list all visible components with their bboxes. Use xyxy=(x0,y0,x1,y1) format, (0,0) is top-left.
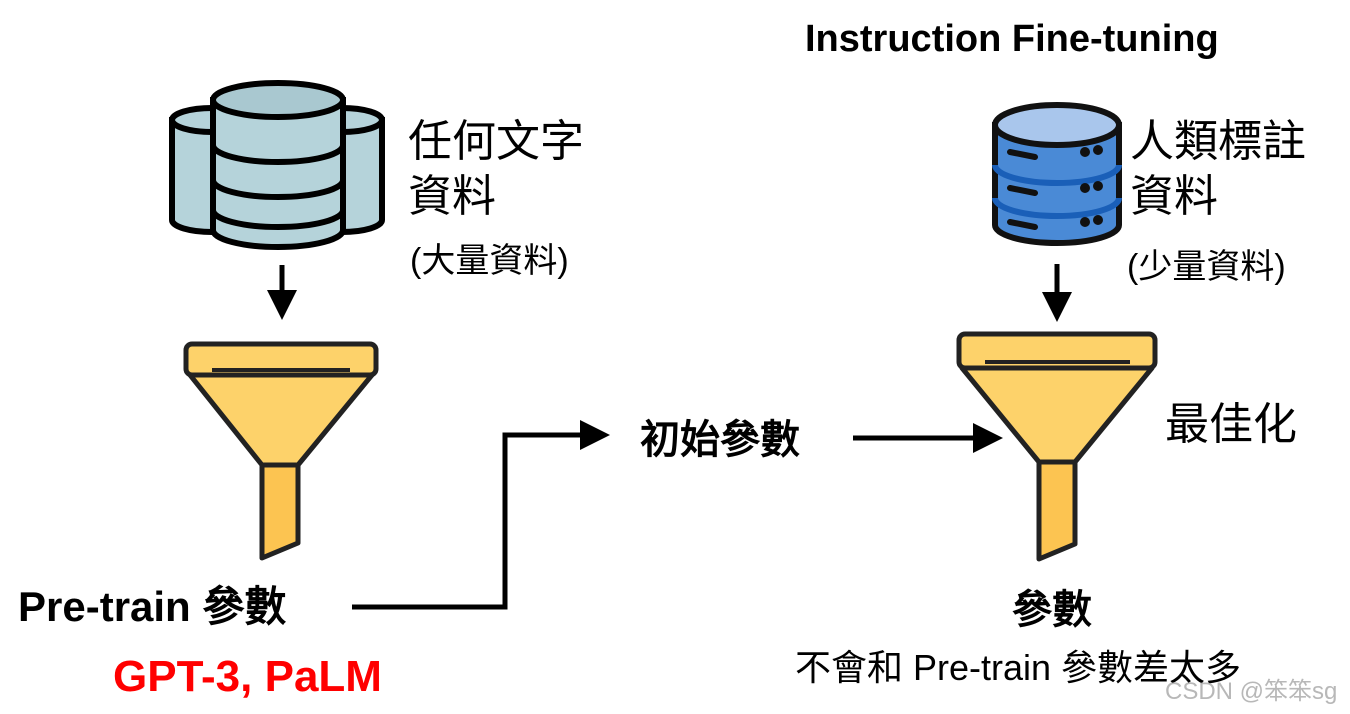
right-data-label: 人類標註 xyxy=(1130,117,1306,166)
watermark: CSDN @笨笨sg xyxy=(1165,678,1338,705)
left-data-note: (大量資料) xyxy=(410,242,569,280)
right-data-note: (少量資料) xyxy=(1127,248,1286,286)
params-note: 不會和 Pre-train 參數差太多 xyxy=(795,647,1242,688)
init-params-label: 初始參數 xyxy=(640,418,800,462)
pretrain-params-label: Pre-train 參數 xyxy=(18,583,287,630)
database-stack-icon xyxy=(169,80,385,250)
left-data-label-2: 資料 xyxy=(408,172,496,221)
funnel-icon xyxy=(183,341,379,561)
optimize-label: 最佳化 xyxy=(1165,400,1297,449)
diagram-title: Instruction Fine-tuning xyxy=(805,18,1219,60)
right-data-label-2: 資料 xyxy=(1130,172,1218,221)
left-data-label: 任何文字 xyxy=(408,117,584,166)
connector-arrow xyxy=(352,420,610,610)
database-icon xyxy=(992,102,1122,246)
finetuned-params-label: 參數 xyxy=(1012,588,1092,632)
funnel-icon xyxy=(956,331,1158,562)
models-label: GPT-3, PaLM xyxy=(113,652,382,701)
